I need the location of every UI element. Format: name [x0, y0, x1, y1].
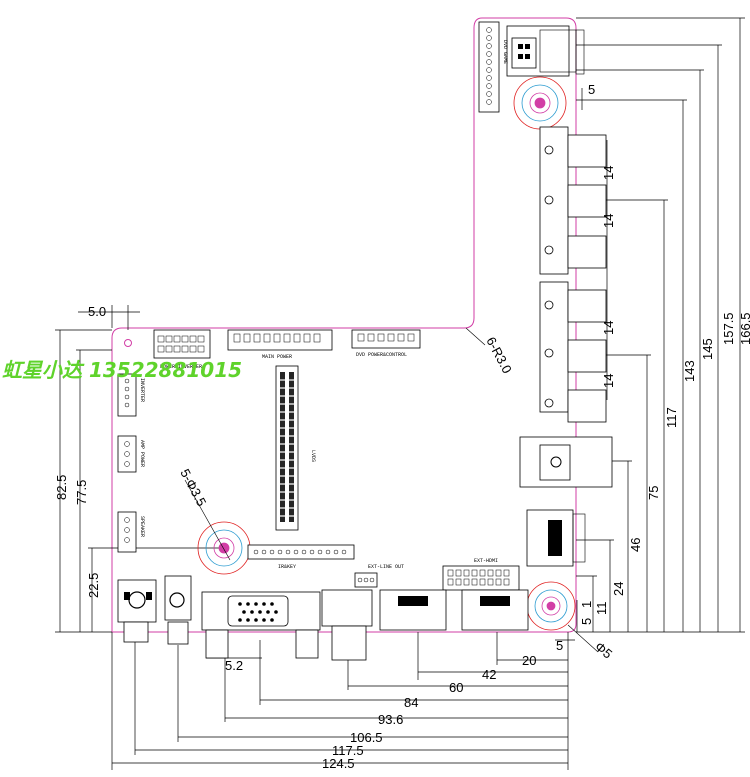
dim-right-166-5: 166.5: [738, 312, 750, 345]
dvd-game-connector: [478, 21, 500, 113]
dvd-power-control-connector: [351, 329, 421, 349]
dim-bottom-124-5: 124.5: [322, 756, 355, 771]
hole-spec-label: 5-Φ3.5: [177, 466, 209, 508]
dim-bottom-93-6: 93.6: [378, 712, 403, 727]
speaker-connector: [117, 511, 137, 553]
irkey-label: IR&KEY: [278, 564, 296, 570]
dim-right-117: 117: [664, 407, 679, 428]
ext-line-out-label: EXT-LINE OUT: [368, 564, 404, 570]
av-jack-block-upper: [539, 126, 607, 275]
audio-jack-right: [164, 575, 192, 621]
irkey-connector: [247, 544, 355, 560]
dim-av-gap-2: 14: [601, 214, 616, 228]
mounting-hole-bottom-right: [526, 581, 576, 631]
dim-bottom-5: 5: [556, 638, 563, 653]
main-power-label: MAIN POWER: [262, 354, 292, 360]
audio-jack-middle: [321, 589, 373, 627]
dim-bottom-60: 60: [449, 680, 463, 695]
dim-right-1: 1: [579, 601, 594, 608]
dvd-game-label: DVD GAME: [502, 40, 508, 64]
dim-right-145: 145: [700, 338, 715, 360]
mounting-hole-top-left: [124, 339, 132, 347]
dim-av-gap-3: 14: [601, 321, 616, 335]
lvds-connector: [275, 365, 299, 531]
dim-right-24: 24: [611, 582, 626, 596]
dim-right-46: 46: [628, 538, 643, 552]
power-inverter-label: POWER&INVERTER: [160, 364, 202, 370]
dim-right-5-top: 5: [588, 82, 595, 97]
dim-right-75: 75: [646, 486, 661, 500]
inverter-label: INVERTER: [139, 378, 145, 402]
dvd-power-control-label: DVD POWER&CONTROL: [356, 352, 407, 358]
left-dimensions: [55, 305, 225, 633]
amp-power-label: AMP POWER: [139, 440, 145, 467]
ext-hdmi-label: EXT-HDMI: [474, 558, 498, 564]
dim-right-11: 11: [594, 602, 609, 616]
usb-top-connector: [506, 25, 570, 77]
corner-spec-label: 6-R3.0: [483, 334, 515, 376]
dim-height-82-5: 82.5: [54, 475, 69, 500]
ext-line-out-connector: [354, 572, 378, 588]
dc-jack: [519, 436, 613, 488]
dim-bottom-5-2: 5.2: [225, 658, 243, 673]
board-outline: [111, 17, 577, 633]
dim-right-157-5: 157.5: [721, 312, 736, 345]
dim-height-22-5: 22.5: [86, 573, 101, 598]
av-jack-block-lower: [539, 281, 607, 423]
dim-av-gap-1: 14: [601, 166, 616, 180]
mounting-hole-top: [513, 76, 567, 130]
dim-bottom-117-5: 117.5: [332, 743, 364, 758]
ext-hdmi-connector: [442, 565, 520, 591]
dim-bottom-106-5: 106.5: [350, 730, 383, 745]
lvds-label: LVDS: [310, 450, 316, 462]
dim-bottom-42: 42: [482, 667, 496, 682]
dim-right-143: 143: [682, 360, 697, 382]
dim-right-5-1: 5: [579, 618, 594, 625]
amp-power-connector: [117, 435, 137, 473]
dim-bottom-20: 20: [522, 653, 536, 668]
speaker-label: SPEAKER: [139, 516, 145, 537]
dim-height-77-5: 77.5: [74, 480, 89, 505]
mounting-hole-middle: [197, 521, 251, 575]
bottom-dimensions: [111, 632, 575, 770]
right-dimensions: [576, 17, 745, 633]
dim-bottom-84: 84: [404, 695, 418, 710]
dim-top-left-offset: 5.0: [88, 304, 106, 319]
audio-jack-left: [117, 579, 157, 623]
watermark-text: 虹星小达 13522881015: [2, 358, 242, 382]
power-inverter-connector: [153, 329, 211, 359]
dim-av-gap-4: 14: [601, 374, 616, 388]
small-hole-label: Φ5: [592, 639, 615, 662]
